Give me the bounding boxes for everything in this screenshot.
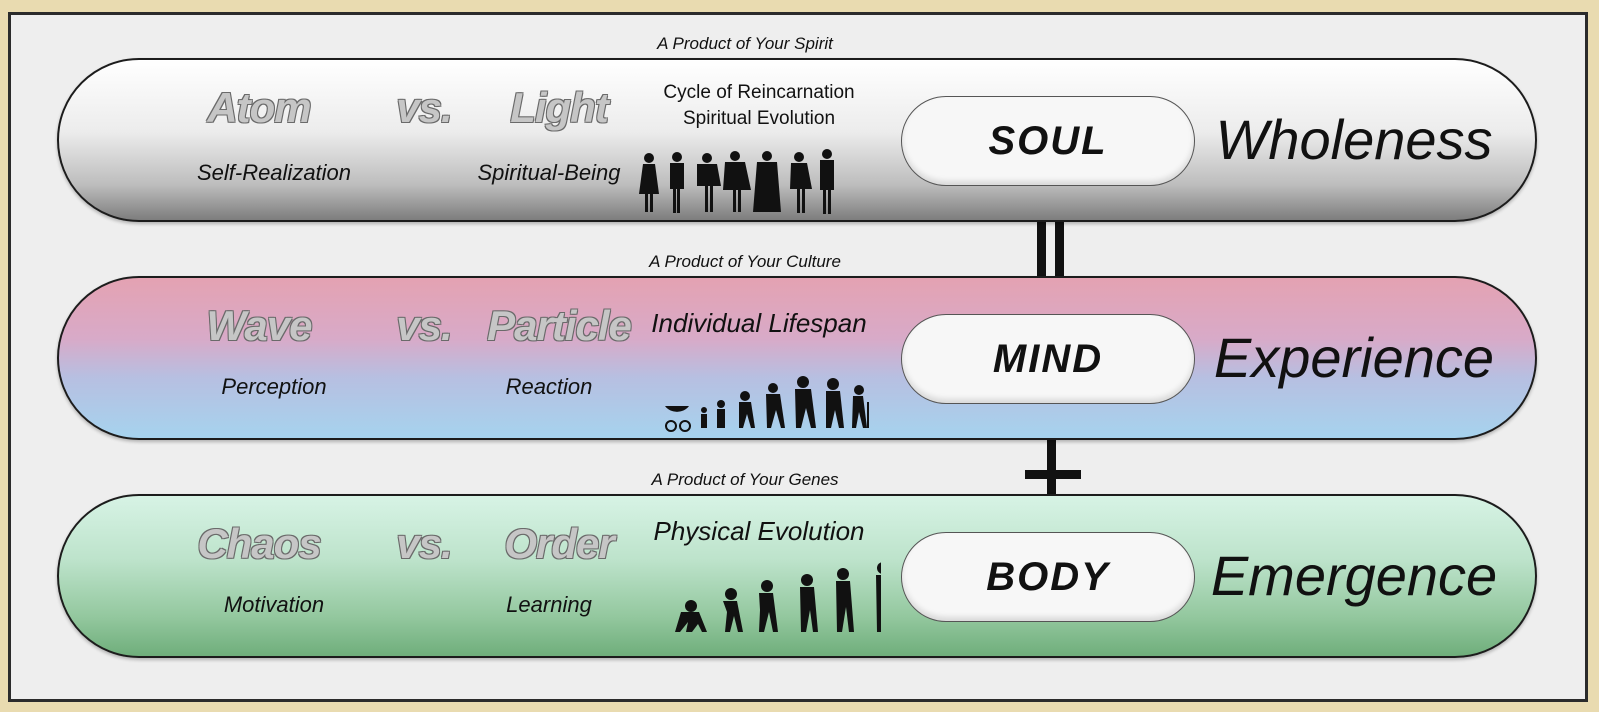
- soul-caption: A Product of Your Spirit: [657, 34, 833, 53]
- mind-word: Experience: [1213, 326, 1495, 389]
- body-sub-right: Learning: [506, 592, 592, 617]
- equals-icon-bar-left: [1037, 222, 1046, 278]
- plus-icon-horizontal: [1025, 470, 1081, 479]
- soul-cycle-line2: Spiritual Evolution: [682, 108, 836, 129]
- equals-icon-bar-right: [1055, 222, 1064, 278]
- mind-sub-right: Reaction: [505, 374, 593, 399]
- soul-band: Atom vs. Light Self-Realization Spiritua…: [57, 58, 1537, 222]
- body-left-word: Chaos: [197, 520, 321, 567]
- body-caption: A Product of Your Genes: [651, 470, 839, 489]
- soul-word: Wholeness: [1215, 108, 1493, 171]
- mind-pill: MIND: [901, 314, 1195, 404]
- body-vs-word: vs.: [396, 520, 452, 567]
- mind-right-word: Particle: [487, 302, 632, 349]
- body-right-word: Order: [504, 520, 614, 567]
- human-evolution-silhouettes-icon: [675, 562, 881, 632]
- costume-history-silhouettes-icon: [639, 149, 834, 214]
- body-band: Chaos vs. Order Motivation Learning Phys…: [57, 494, 1537, 658]
- soul-left-word: Atom: [207, 84, 311, 131]
- body-sub-left: Motivation: [223, 592, 325, 617]
- soul-sub-right: Spiritual-Being: [477, 160, 621, 185]
- soul-vs-word: vs.: [396, 84, 452, 131]
- plus-icon-vertical: [1047, 440, 1056, 496]
- soul-right-word: Light: [510, 84, 609, 131]
- body-cycle: Physical Evolution: [653, 516, 865, 546]
- soul-sub-left: Self-Realization: [196, 160, 352, 185]
- mind-sub-left: Perception: [221, 374, 327, 399]
- mind-left-word: Wave: [206, 302, 313, 349]
- mind-caption: A Product of Your Culture: [649, 252, 841, 271]
- mind-vs-word: vs.: [396, 302, 452, 349]
- soul-pill: SOUL: [901, 96, 1195, 186]
- body-pill: BODY: [901, 532, 1195, 622]
- soul-cycle-line1: Cycle of Reincarnation: [663, 82, 855, 103]
- body-word: Emergence: [1210, 544, 1498, 607]
- mind-band: Wave vs. Particle Perception Reaction In…: [57, 276, 1537, 440]
- human-lifespan-silhouettes-icon: [665, 376, 869, 432]
- mind-cycle: Individual Lifespan: [651, 308, 867, 338]
